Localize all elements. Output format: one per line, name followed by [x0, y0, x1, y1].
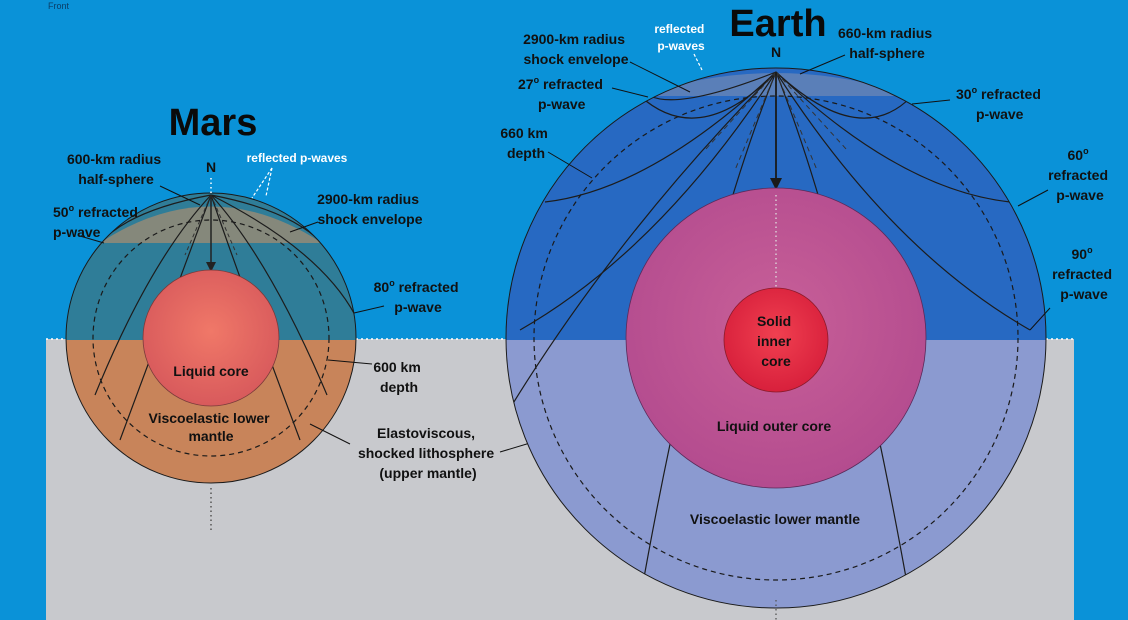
lithosphere-label: Elastoviscous, shocked lithosphere (uppe… — [358, 425, 498, 481]
earth-half-sphere-label: 660-km radius half-sphere — [838, 25, 936, 61]
mars-core-label: Liquid core — [173, 363, 249, 379]
earth-shock-envelope-label: 2900-km radius shock envelope — [523, 31, 629, 67]
mars-title: Mars — [169, 102, 258, 144]
earth-depth-circle — [533, 95, 1019, 581]
corner-label: Front — [48, 1, 70, 11]
mars-half-sphere-pointer — [159, 185, 201, 206]
earth-inner-core — [723, 287, 829, 393]
earth-refracted-27-label: 27o refracted p-wave — [518, 75, 607, 112]
mars-reflected-label: reflected p-waves — [247, 151, 348, 165]
mars-half-sphere-label: 600-km radius half-sphere — [67, 151, 165, 187]
earth-refracted-90-label: 90o refracted p-wave — [1052, 240, 1116, 302]
earth-title: Earth — [729, 3, 826, 45]
earth-outer-core-label: Liquid outer core — [717, 418, 832, 434]
earth-lower-mantle-label: Viscoelastic lower mantle — [690, 511, 860, 527]
earth-inner-core-label: Solid inner core — [757, 313, 795, 369]
mars-depth-label: 600 km depth — [373, 359, 424, 395]
mars-depth-circle — [92, 219, 330, 457]
mars-shock-envelope-label: 2900-km radius shock envelope — [317, 191, 423, 227]
earth-refracted-60-label: 60o refracted p-wave — [1048, 141, 1112, 203]
mars-north-label: N — [206, 159, 216, 175]
mars-refracted-50-label: 50o refracted p-wave — [53, 203, 142, 240]
mars-core — [142, 269, 280, 407]
earth-refracted-30-label: 30o refracted p-wave — [956, 85, 1045, 122]
mars-refracted-80-label: 80o refracted p-wave — [374, 278, 463, 315]
mars-lower-mantle-label: Viscoelastic lower mantle — [148, 410, 273, 444]
earth-reflected-label: reflected p-waves — [654, 22, 707, 53]
earth-north-label: N — [771, 44, 781, 60]
mars-reflected-pointers — [251, 167, 273, 199]
earth-depth-label: 660 km depth — [500, 125, 551, 161]
